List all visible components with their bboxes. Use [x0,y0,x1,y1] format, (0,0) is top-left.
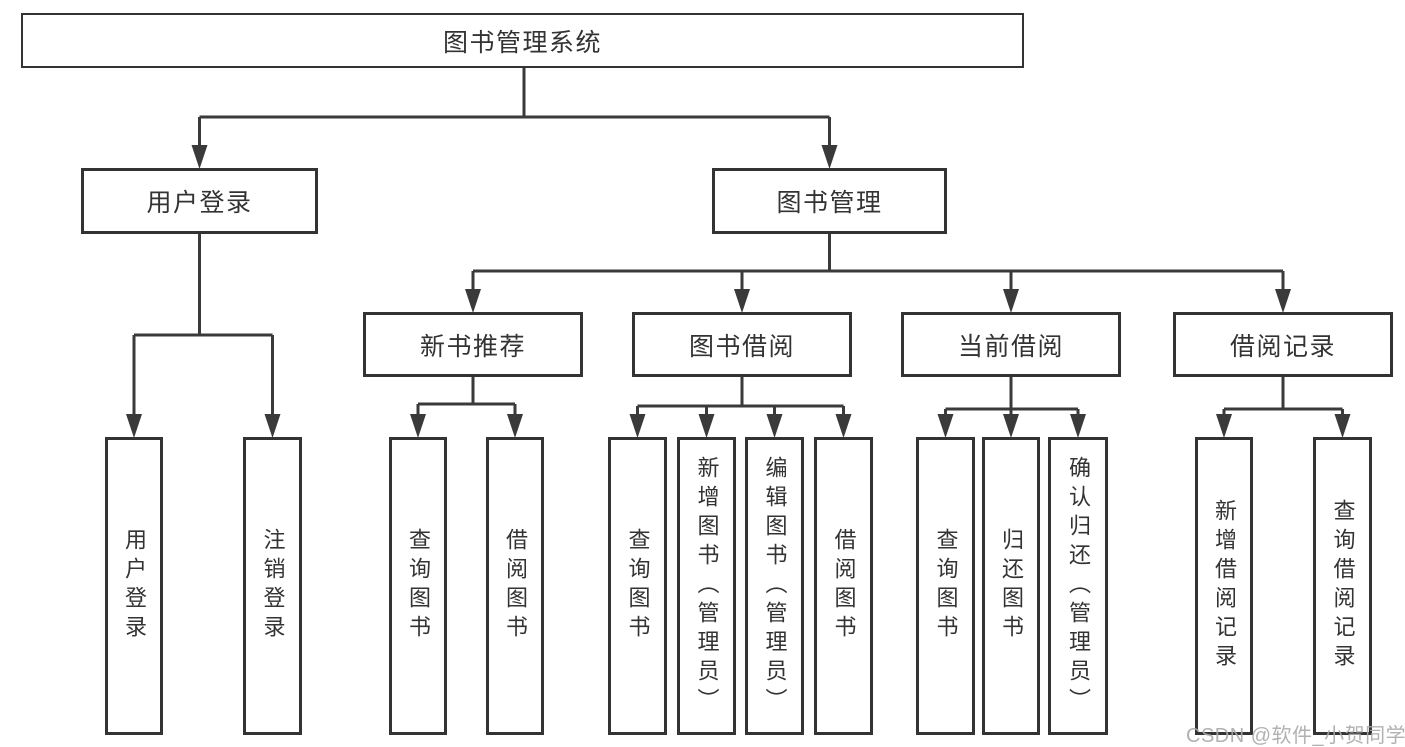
leaf-user-login: 用户登录 [105,437,163,735]
node-label: 图书借阅 [688,332,795,361]
connector-group [132,68,1344,418]
node-label: 新书推荐 [419,332,526,361]
node-borrowing-records: 借阅记录 [1173,312,1393,377]
node-label: 借阅记录 [1229,332,1336,361]
leaf-search-books-current: 查询图书 [916,437,975,735]
leaf-borrow-books-recommend: 借阅图书 [486,437,544,735]
node-label: 查询图书 [933,528,959,644]
node-label: 归还图书 [999,528,1024,644]
leaf-search-books-recommend: 查询图书 [389,437,447,735]
node-label: 图书管理 [776,189,883,217]
leaf-search-borrow-record: 查询借阅记录 [1313,437,1372,735]
node-library-management-system: 图书管理系统 [21,13,1024,68]
node-label: 借阅图书 [503,528,528,644]
node-label: 编辑图书（管理员） [762,455,788,717]
node-label: 图书管理系统 [442,28,602,57]
node-label: 查询图书 [625,528,651,644]
node-label: 用户登录 [122,528,147,644]
leaf-confirm-return-admin: 确认归还（管理员） [1048,437,1108,735]
arrowheads [126,145,1351,438]
leaf-add-borrow-record: 新增借阅记录 [1195,437,1253,735]
leaf-borrow-books-borrowing: 借阅图书 [814,437,873,735]
node-user-login: 用户登录 [81,168,318,234]
csdn-watermark: CSDN @软件_小贺同学 [1186,725,1405,747]
leaf-edit-book-admin: 编辑图书（管理员） [745,437,804,735]
node-label: 注销登录 [260,528,286,644]
leaf-search-books-borrowing: 查询图书 [608,437,667,735]
node-book-borrowing: 图书借阅 [632,312,852,377]
node-label: 查询图书 [406,528,431,644]
node-label: 新增图书（管理员） [694,455,720,717]
leaf-add-book-admin: 新增图书（管理员） [677,437,736,735]
node-label: 查询借阅记录 [1330,499,1356,673]
node-label: 用户登录 [146,189,253,217]
leaf-logout: 注销登录 [243,437,302,735]
node-label: 借阅图书 [831,528,857,644]
node-label: 确认归还（管理员） [1066,455,1091,717]
leaf-return-books: 归还图书 [982,437,1040,735]
node-book-management: 图书管理 [712,168,947,234]
node-label: 当前借阅 [957,332,1064,361]
node-label: 新增借阅记录 [1212,499,1237,673]
node-current-borrowing: 当前借阅 [901,312,1121,377]
node-new-book-recommendation: 新书推荐 [363,312,583,377]
